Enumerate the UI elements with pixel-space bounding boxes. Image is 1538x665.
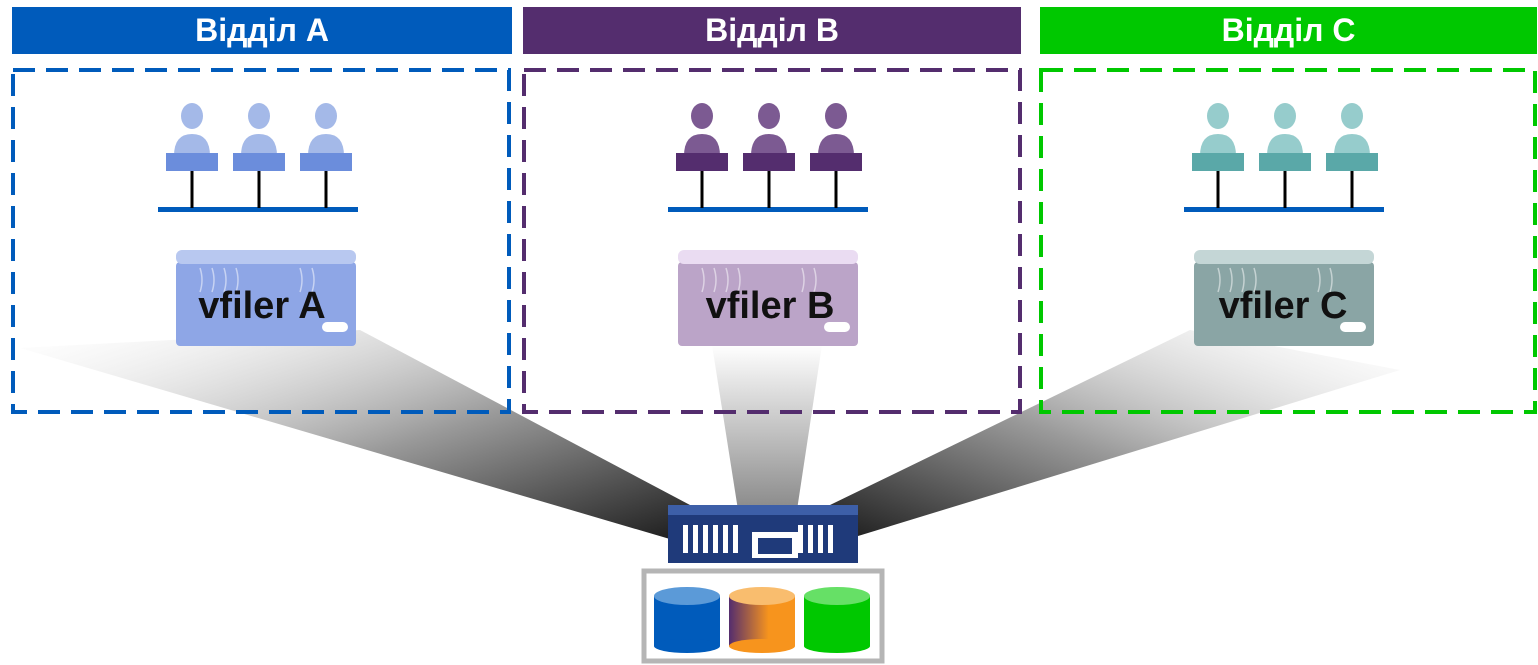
user-group-a: [158, 103, 358, 212]
user-icon: [166, 103, 218, 208]
vfiler-c-label: vfiler C: [1219, 285, 1348, 327]
storage-controller: [668, 505, 858, 563]
department-header-b: Відділ B: [523, 7, 1021, 54]
vfiler-c: vfiler C: [1194, 250, 1374, 346]
user-icon: [300, 103, 352, 208]
network-line: [668, 207, 868, 212]
department-box-a: [11, 68, 511, 414]
department-box-b: [522, 68, 1022, 414]
vfiler-b-label: vfiler B: [706, 285, 835, 327]
beam-to-vfiler-c: [830, 330, 1400, 540]
network-line: [1184, 207, 1384, 212]
department-header-c: Відділ C: [1040, 7, 1537, 54]
department-box-c: [1039, 68, 1537, 414]
beam-to-vfiler-a: [20, 330, 690, 542]
user-icon: [233, 103, 285, 208]
user-icon: [1192, 103, 1244, 208]
user-icon: [1259, 103, 1311, 208]
vfiler-a: vfiler A: [176, 250, 356, 346]
network-line: [158, 207, 358, 212]
user-icon: [676, 103, 728, 208]
disk-pool: [641, 568, 885, 664]
disk-volume-b: [729, 587, 795, 653]
user-group-b: [668, 103, 868, 212]
vfiler-a-label: vfiler A: [198, 285, 325, 327]
user-icon: [1326, 103, 1378, 208]
disk-volume-c: [804, 587, 870, 653]
department-header-a: Відділ A: [12, 7, 512, 54]
user-group-c: [1184, 103, 1384, 212]
user-icon: [743, 103, 795, 208]
user-icon: [810, 103, 862, 208]
beam-to-vfiler-b: [712, 345, 822, 510]
vfiler-b: vfiler B: [678, 250, 858, 346]
disk-volume-a: [654, 587, 720, 653]
